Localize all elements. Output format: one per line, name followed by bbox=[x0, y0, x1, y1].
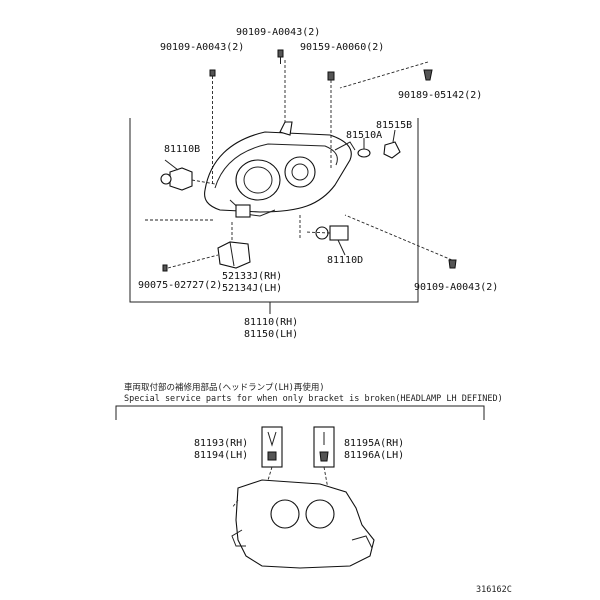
bulb-81110d bbox=[304, 225, 349, 256]
headlamp-housing-lower bbox=[231, 479, 375, 569]
label-90109-a0043-top: 90109-A0043(2) bbox=[236, 27, 320, 38]
screw-top-right bbox=[327, 71, 335, 170]
bulb-81110b bbox=[160, 159, 216, 191]
note-english: Special service parts for when only brac… bbox=[124, 394, 503, 404]
label-81194-lh: 81194(LH) bbox=[194, 450, 248, 461]
headlamp-assembly bbox=[204, 121, 356, 218]
cap-81510a bbox=[357, 138, 371, 158]
kit-81195a bbox=[313, 426, 335, 468]
label-81110d: 81110D bbox=[327, 255, 363, 266]
label-81150-lh: 81150(LH) bbox=[244, 329, 298, 340]
label-81110-rh: 81110(RH) bbox=[244, 317, 298, 328]
service-parts-bracket bbox=[115, 405, 485, 420]
label-81110b: 81110B bbox=[164, 144, 200, 155]
label-90109-a0043-left: 90109-A0043(2) bbox=[160, 42, 244, 53]
label-81195a-rh: 81195A(RH) bbox=[344, 438, 404, 449]
label-90075-02727: 90075-02727(2) bbox=[138, 280, 222, 291]
figure-id: 316162C bbox=[476, 585, 512, 595]
clip-far-right bbox=[339, 61, 433, 89]
socket-81515b bbox=[383, 129, 401, 159]
screw-90075 bbox=[162, 264, 168, 272]
label-52133j: 52133J(RH) bbox=[222, 271, 282, 282]
note-japanese: 車両取付部の補修用部品(ヘッドランプ(LH)再使用) bbox=[124, 382, 324, 393]
bolt-top-center bbox=[277, 49, 284, 64]
label-81196a-lh: 81196A(LH) bbox=[344, 450, 404, 461]
bolt-90109-lower bbox=[344, 214, 457, 269]
label-90109-a0043-lower: 90109-A0043(2) bbox=[414, 282, 498, 293]
label-52134j: 52134J(LH) bbox=[222, 283, 282, 294]
kit-81193 bbox=[261, 426, 283, 468]
label-81515b: 81515B bbox=[376, 120, 412, 131]
bolt-top-left bbox=[209, 69, 216, 185]
label-90159-a0060: 90159-A0060(2) bbox=[300, 42, 384, 53]
bracket-52133j bbox=[217, 222, 251, 269]
label-81193-rh: 81193(RH) bbox=[194, 438, 248, 449]
assembly-bracket bbox=[129, 118, 419, 303]
label-81510a: 81510A bbox=[346, 130, 382, 141]
label-90189-05142: 90189-05142(2) bbox=[398, 90, 482, 101]
